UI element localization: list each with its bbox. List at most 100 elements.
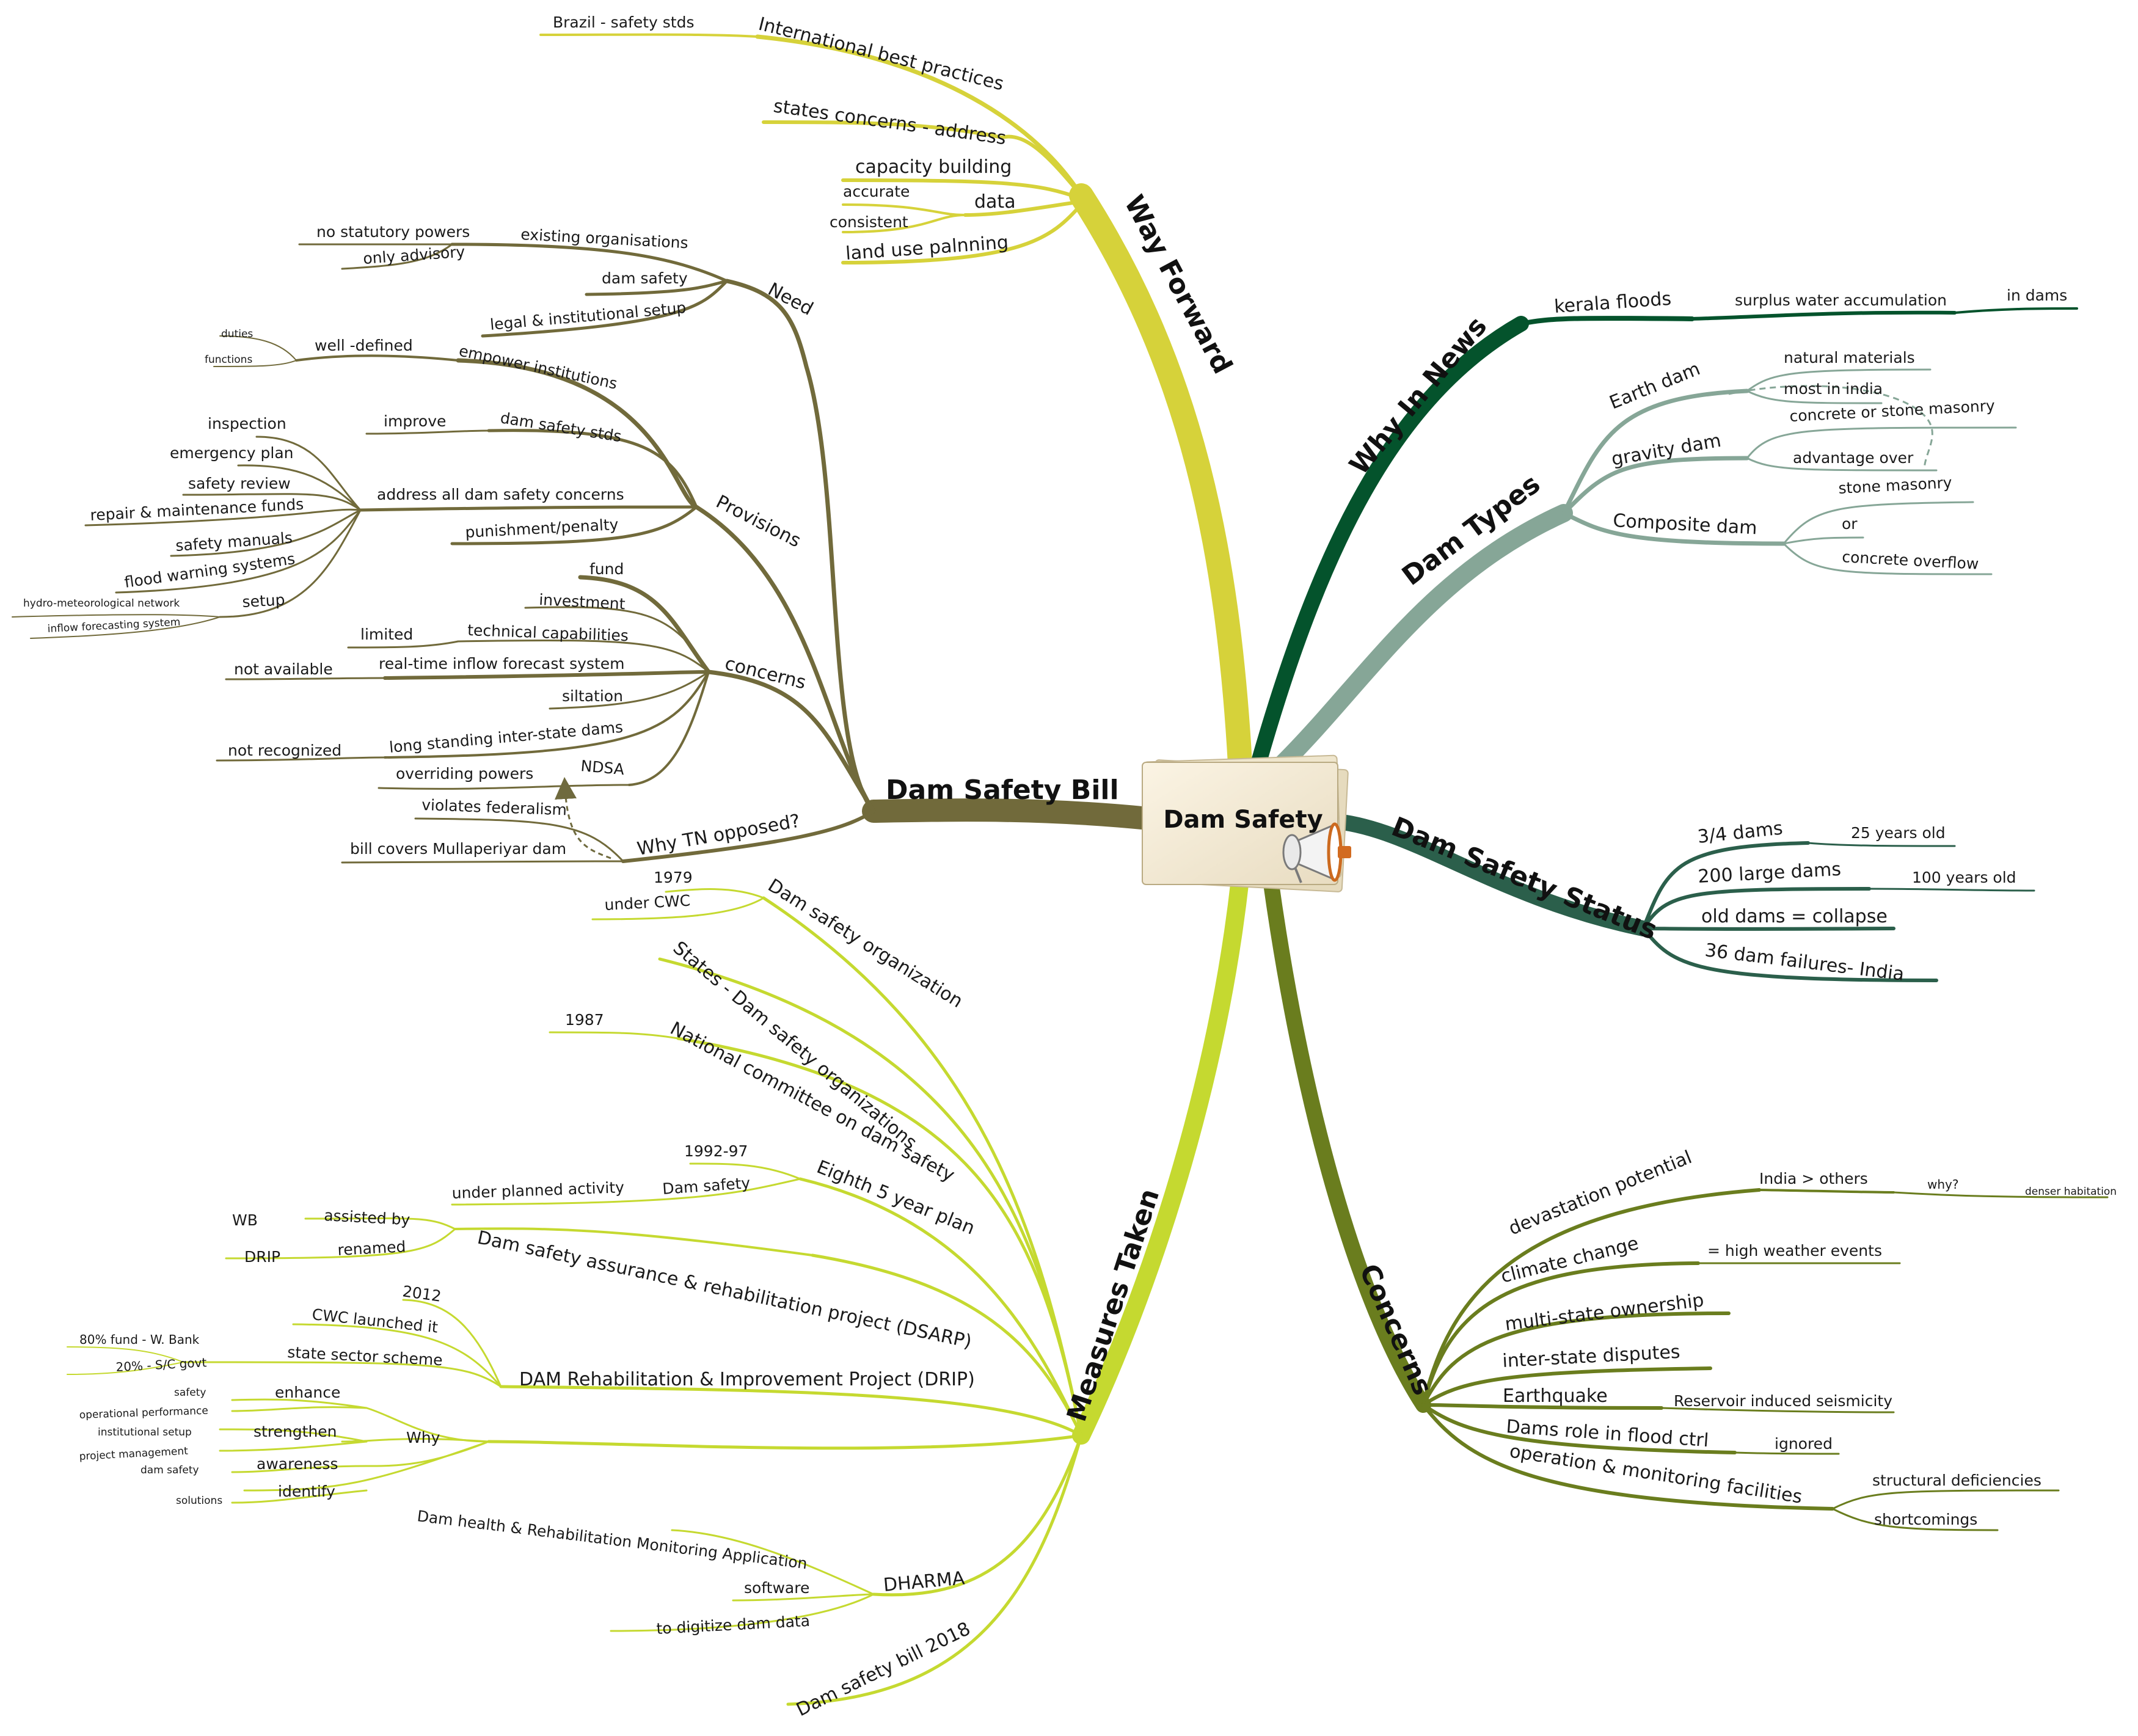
con-denser[interactable]: denser habitation — [2025, 1186, 2117, 1198]
bill-overriding[interactable]: overriding powers — [396, 765, 533, 782]
types-stone-masonry[interactable]: stone masonry — [1838, 473, 1953, 497]
types-natural[interactable]: natural materials — [1784, 349, 1915, 367]
con-why[interactable]: why? — [1927, 1177, 1958, 1192]
bill-well-defined[interactable]: well -defined — [315, 337, 413, 354]
bill-not-available[interactable]: not available — [234, 660, 333, 678]
mt-cwc-launched[interactable]: CWC launched it — [311, 1305, 439, 1337]
mt-identify[interactable]: identify — [278, 1483, 335, 1500]
mt-assisted[interactable]: assisted by — [324, 1206, 411, 1228]
bill-only-advisory[interactable]: only advisory — [362, 243, 465, 268]
bill-address[interactable]: address all dam safety concerns — [377, 486, 624, 503]
bill-manuals[interactable]: safety manuals — [175, 529, 293, 555]
types-most-india[interactable]: most in india — [1784, 380, 1883, 398]
mt-dso[interactable]: Dam safety organization — [764, 875, 966, 1012]
mt-digitize[interactable]: to digitize dam data — [656, 1612, 811, 1638]
bill-inflow-system[interactable]: inflow forecasting system — [47, 616, 181, 635]
bill-need[interactable]: Need — [764, 279, 817, 320]
mt-op-perf[interactable]: operational performance — [79, 1405, 208, 1421]
mt-inst-setup[interactable]: institutional setup — [98, 1426, 192, 1439]
bill-punishment[interactable]: punishment/penalty — [465, 516, 619, 541]
status-100-years[interactable]: 100 years old — [1912, 869, 2016, 886]
bill-siltation[interactable]: siltation — [562, 687, 623, 705]
mt-strengthen[interactable]: strengthen — [254, 1423, 337, 1440]
bill-no-statutory[interactable]: no statutory powers — [316, 223, 470, 241]
mt-awareness[interactable]: awareness — [257, 1455, 338, 1473]
bill-review[interactable]: safety review — [188, 475, 291, 492]
bill-dam-safety[interactable]: dam safety — [602, 269, 688, 287]
bill-tn[interactable]: Why TN opposed? — [635, 811, 801, 860]
bill-stds[interactable]: dam safety stds — [499, 409, 622, 445]
bill-mullaperiyar[interactable]: bill covers Mullaperiyar dam — [350, 840, 566, 858]
mt-1979[interactable]: 1979 — [654, 869, 693, 886]
news-in-dams[interactable]: in dams — [2007, 286, 2067, 304]
con-india-others[interactable]: India > others — [1759, 1170, 1868, 1187]
types-concrete-stone[interactable]: concrete or stone masonry — [1789, 396, 1996, 425]
bill-inspection[interactable]: inspection — [208, 415, 286, 432]
types-or[interactable]: or — [1842, 515, 1858, 533]
wf-international[interactable]: International best practices — [756, 13, 1006, 95]
news-surplus[interactable]: surplus water accumulation — [1735, 291, 1947, 309]
wf-brazil[interactable]: Brazil - safety stds — [553, 13, 694, 31]
con-structural[interactable]: structural deficiencies — [1872, 1472, 2041, 1489]
types-concrete-overflow[interactable]: concrete overflow — [1842, 548, 1979, 573]
con-ignored[interactable]: ignored — [1775, 1435, 1833, 1453]
status-title[interactable]: Dam Safety Status — [1387, 811, 1662, 946]
bill-ndsa[interactable]: NDSA — [580, 757, 625, 778]
mt-software[interactable]: software — [744, 1579, 809, 1597]
types-advantage[interactable]: advantage over — [1793, 449, 1914, 467]
mt-under-cwc[interactable]: under CWC — [604, 892, 691, 914]
wf-accurate[interactable]: accurate — [843, 183, 910, 200]
types-gravity[interactable]: gravity dam — [1610, 430, 1723, 470]
wf-capacity[interactable]: capacity building — [855, 156, 1012, 178]
concerns-title[interactable]: Concerns — [1353, 1260, 1439, 1400]
bill-repair[interactable]: repair & maintenance funds — [90, 495, 304, 524]
mt-dam-safety[interactable]: Dam safety — [662, 1174, 751, 1198]
wf-data[interactable]: data — [974, 191, 1016, 213]
bill-improve[interactable]: improve — [384, 412, 446, 430]
mt-enhance[interactable]: enhance — [275, 1384, 340, 1401]
mt-bill-2018[interactable]: Dam safety bill 2018 — [793, 1618, 974, 1721]
con-inter-state[interactable]: inter-state disputes — [1502, 1341, 1681, 1372]
mt-dharma-full[interactable]: Dam health & Rehabilitation Monitoring A… — [416, 1507, 808, 1572]
bill-federalism[interactable]: violates federalism — [421, 796, 567, 819]
news-kerala[interactable]: kerala floods — [1553, 288, 1672, 318]
con-ris[interactable]: Reservoir induced seismicity — [1674, 1392, 1892, 1410]
bill-limited[interactable]: limited — [360, 625, 413, 643]
mt-ncds[interactable]: National committee on dam safety — [666, 1018, 958, 1186]
central-topic[interactable]: Dam Safety — [1142, 754, 1351, 892]
mt-1992[interactable]: 1992-97 — [684, 1142, 748, 1160]
status-old-dams[interactable]: old dams = collapse — [1701, 906, 1888, 927]
status-large-dams[interactable]: 200 large dams — [1698, 859, 1842, 888]
mt-wb[interactable]: WB — [232, 1211, 258, 1229]
mt-renamed[interactable]: renamed — [337, 1238, 406, 1259]
con-devastation[interactable]: devastation potential — [1506, 1147, 1695, 1239]
bill-emergency[interactable]: emergency plan — [170, 444, 294, 462]
measures-title[interactable]: Measures Taken — [1061, 1185, 1166, 1425]
bill-investment[interactable]: investment — [539, 591, 626, 613]
mt-planned[interactable]: under planned activity — [451, 1178, 624, 1202]
mt-dam-safety-small[interactable]: dam safety — [140, 1464, 199, 1476]
mt-drip[interactable]: DAM Rehabilitation & Improvement Project… — [519, 1369, 975, 1390]
mt-dharma[interactable]: DHARMA — [883, 1567, 966, 1596]
con-shortcomings[interactable]: shortcomings — [1874, 1511, 1977, 1528]
mt-sc20[interactable]: 20% - S/C govt — [115, 1355, 207, 1374]
mt-solutions[interactable]: solutions — [176, 1495, 222, 1507]
con-earthquake[interactable]: Earthquake — [1503, 1385, 1608, 1407]
bill-realtime[interactable]: real-time inflow forecast system — [379, 655, 624, 673]
bill-empower[interactable]: empower institutions — [458, 342, 619, 393]
wf-consistent[interactable]: consistent — [830, 213, 908, 231]
mt-drip-short[interactable]: DRIP — [244, 1248, 280, 1266]
bill-functions[interactable]: functions — [205, 354, 252, 366]
bill-long-standing[interactable]: long standing inter-state dams — [389, 718, 624, 756]
bill-provisions[interactable]: Provisions — [712, 491, 804, 552]
con-multi-state[interactable]: multi-state ownership — [1504, 1289, 1706, 1335]
mt-why[interactable]: Why — [406, 1429, 440, 1446]
mt-proj-mgmt[interactable]: project management — [79, 1445, 188, 1463]
mt-safety[interactable]: safety — [174, 1387, 206, 1399]
status-25-years[interactable]: 25 years old — [1851, 824, 1946, 842]
mt-2012[interactable]: 2012 — [401, 1282, 442, 1305]
bill-duties[interactable]: duties — [221, 328, 253, 340]
con-climate[interactable]: climate change — [1498, 1233, 1641, 1288]
mt-dsarp[interactable]: Dam safety assurance & rehabilitation pr… — [475, 1227, 973, 1353]
mt-state-sector[interactable]: state sector scheme — [287, 1343, 443, 1369]
